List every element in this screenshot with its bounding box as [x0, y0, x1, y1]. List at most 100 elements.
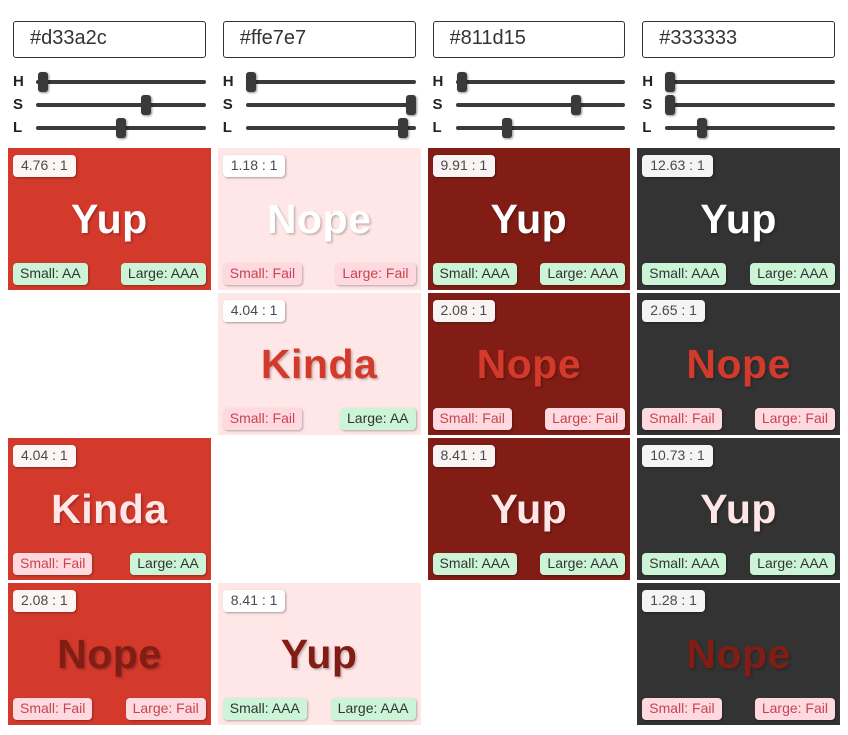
saturation-label: S [222, 96, 233, 113]
saturation-label: S [642, 96, 653, 113]
large-text-badge: Large: AAA [120, 263, 206, 285]
hue-label: H [642, 73, 654, 90]
small-text-badge: Small: Fail [13, 553, 93, 575]
saturation-slider[interactable] [665, 94, 835, 115]
contrast-swatch: 8.41 : 1 Yup Small: AAA Large: AAA [217, 583, 421, 725]
large-text-badge: Large: Fail [545, 408, 626, 430]
lightness-label: L [13, 119, 23, 136]
contrast-swatch: 2.08 : 1 Nope Small: Fail Large: Fail [8, 583, 211, 725]
hex-color-input[interactable] [13, 21, 206, 58]
contrast-swatch: 8.41 : 1 Yup Small: AAA Large: AAA [427, 438, 631, 580]
lightness-slider-row: L [13, 116, 206, 139]
large-text-badge: Large: AAA [330, 698, 416, 720]
hex-color-input[interactable] [432, 21, 626, 58]
contrast-swatch: 4.76 : 1 Yup Small: AA Large: AAA [8, 148, 211, 290]
contrast-ratio-badge: 2.65 : 1 [642, 300, 705, 322]
hsl-sliders: H S L [428, 70, 631, 139]
saturation-slider-row: S [13, 93, 206, 116]
wcag-badges: Small: Fail Large: Fail [222, 263, 416, 285]
lightness-slider-row: L [433, 116, 626, 139]
hex-color-input[interactable] [642, 21, 835, 58]
saturation-label: S [432, 96, 443, 113]
color-column-1: H S L 4.76 : 1 Yup Small: AA Large: AAA … [8, 0, 211, 728]
contrast-ratio-badge: 2.08 : 1 [432, 300, 496, 322]
saturation-slider-row: S [223, 93, 416, 116]
contrast-ratio-badge: 9.91 : 1 [432, 155, 496, 177]
wcag-badges: Small: Fail Large: Fail [13, 698, 206, 720]
large-text-badge: Large: Fail [754, 408, 835, 430]
wcag-badges: Small: Fail Large: AA [13, 553, 206, 575]
hue-slider[interactable] [245, 71, 416, 92]
swatch-empty-self [8, 293, 211, 435]
contrast-swatch: 1.18 : 1 Nope Small: Fail Large: Fail [217, 148, 421, 290]
lightness-label: L [642, 119, 652, 136]
hsl-sliders: H S L [8, 70, 211, 139]
hsl-sliders: H S L [218, 70, 421, 139]
contrast-ratio-badge: 12.63 : 1 [642, 155, 713, 177]
large-text-badge: Large: AAA [750, 263, 835, 285]
hue-slider[interactable] [455, 71, 626, 92]
small-text-badge: Small: Fail [642, 698, 722, 720]
contrast-ratio-badge: 4.76 : 1 [13, 155, 76, 177]
wcag-badges: Small: AAA Large: AAA [642, 263, 835, 285]
large-text-badge: Large: Fail [754, 698, 835, 720]
wcag-badges: Small: Fail Large: Fail [642, 408, 835, 430]
contrast-swatch: 9.91 : 1 Yup Small: AAA Large: AAA [427, 148, 631, 290]
hue-slider-row: H [433, 70, 626, 93]
contrast-ratio-badge: 8.41 : 1 [432, 445, 496, 467]
lightness-slider[interactable] [455, 117, 626, 138]
swatch-empty-self [218, 438, 421, 580]
wcag-badges: Small: Fail Large: Fail [432, 408, 626, 430]
contrast-swatch: 2.65 : 1 Nope Small: Fail Large: Fail [637, 293, 840, 435]
contrast-swatch: 10.73 : 1 Yup Small: AAA Large: AAA [637, 438, 840, 580]
large-text-badge: Large: Fail [125, 698, 206, 720]
saturation-slider[interactable] [36, 94, 206, 115]
large-text-badge: Large: AA [130, 553, 206, 575]
large-text-badge: Large: Fail [335, 263, 416, 285]
contrast-swatch: 12.63 : 1 Yup Small: AAA Large: AAA [637, 148, 840, 290]
lightness-slider-row: L [223, 116, 416, 139]
saturation-slider[interactable] [455, 94, 626, 115]
lightness-slider[interactable] [245, 117, 416, 138]
small-text-badge: Small: AAA [222, 698, 307, 720]
hue-slider-row: H [223, 70, 416, 93]
saturation-slider-row: S [642, 93, 835, 116]
contrast-swatch: 4.04 : 1 Kinda Small: Fail Large: AA [8, 438, 211, 580]
saturation-label: S [13, 96, 24, 113]
wcag-badges: Small: AAA Large: AAA [642, 553, 835, 575]
lightness-slider[interactable] [36, 117, 206, 138]
small-text-badge: Small: Fail [13, 698, 93, 720]
wcag-badges: Small: AAA Large: AAA [222, 698, 416, 720]
small-text-badge: Small: AAA [642, 553, 727, 575]
hue-label: H [222, 73, 234, 90]
small-text-badge: Small: Fail [222, 263, 303, 285]
wcag-badges: Small: AA Large: AAA [13, 263, 206, 285]
hue-slider[interactable] [36, 71, 206, 92]
hex-color-input[interactable] [222, 21, 416, 58]
color-column-2: H S L 1.18 : 1 Nope Small: Fail Large: F… [217, 0, 421, 728]
color-column-3: H S L 9.91 : 1 Yup Small: AAA Large: AAA… [427, 0, 631, 728]
hue-label: H [432, 73, 444, 90]
lightness-slider-row: L [642, 116, 835, 139]
small-text-badge: Small: AAA [432, 263, 517, 285]
small-text-badge: Small: AA [13, 263, 88, 285]
hue-slider[interactable] [665, 71, 835, 92]
wcag-badges: Small: Fail Large: Fail [642, 698, 835, 720]
saturation-slider[interactable] [245, 94, 416, 115]
hsl-sliders: H S L [637, 70, 840, 139]
color-column-4: H S L 12.63 : 1 Yup Small: AAA Large: AA… [637, 0, 840, 728]
wcag-badges: Small: AAA Large: AAA [432, 263, 626, 285]
small-text-badge: Small: AAA [432, 553, 517, 575]
lightness-slider[interactable] [665, 117, 835, 138]
hue-slider-row: H [13, 70, 206, 93]
lightness-label: L [222, 119, 232, 136]
contrast-ratio-badge: 4.04 : 1 [222, 300, 286, 322]
contrast-ratio-badge: 2.08 : 1 [13, 590, 76, 612]
contrast-ratio-badge: 8.41 : 1 [222, 590, 286, 612]
hue-slider-row: H [642, 70, 835, 93]
saturation-slider-row: S [433, 93, 626, 116]
hue-label: H [13, 73, 24, 90]
contrast-swatch: 4.04 : 1 Kinda Small: Fail Large: AA [217, 293, 421, 435]
lightness-label: L [432, 119, 442, 136]
